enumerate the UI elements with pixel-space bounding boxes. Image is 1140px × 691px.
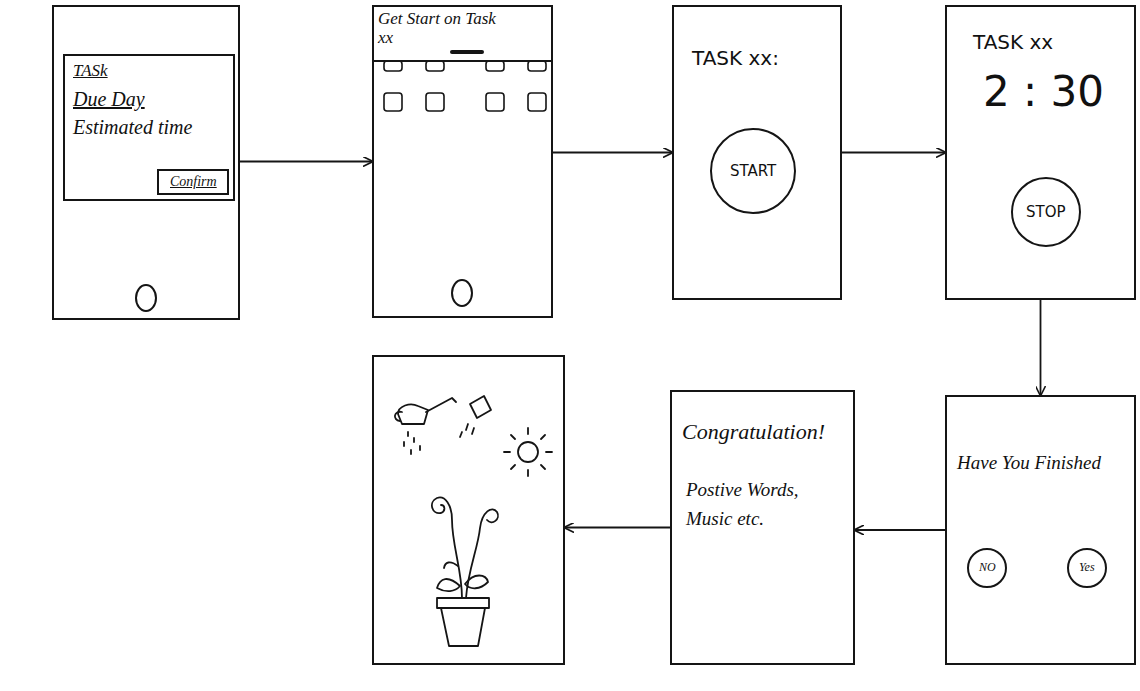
- screen-text: TASK xx: [973, 31, 1053, 53]
- screen-text: Yes: [1079, 561, 1095, 574]
- screen-text: Congratulation!: [682, 420, 825, 444]
- screen-text: START: [730, 163, 776, 180]
- screen-text: Get Start on Task xx: [378, 10, 498, 47]
- confirm-button: Confirm: [157, 169, 229, 195]
- no-button: NO: [967, 548, 1007, 588]
- home-button: [136, 285, 156, 311]
- screen-text: Have You Finished: [957, 453, 1101, 474]
- notification-banner: Get Start on Task xx: [372, 5, 553, 62]
- start-button: START: [710, 128, 796, 214]
- home-button: [452, 280, 472, 306]
- screen-body-text: Postive Words, Music etc.: [686, 476, 836, 533]
- banner-handle: [452, 50, 482, 54]
- screen-body-text: Due Day: [73, 88, 145, 110]
- flow-arrow: [553, 152, 672, 154]
- screen-text: Confirm: [170, 174, 217, 189]
- plant-screen: [372, 355, 565, 665]
- screen-body-text: Estimated time: [73, 116, 192, 138]
- flow-arrow: [1040, 300, 1042, 395]
- task-screen: TASK xx: START: [672, 5, 842, 300]
- screen-text: TASK xx:: [692, 47, 779, 69]
- stop-button: STOP: [1011, 177, 1081, 247]
- question-screen: Have You FinishedNO Yes: [945, 395, 1136, 665]
- timer-screen: TASK xx 2 : 30 STOP: [945, 5, 1136, 300]
- flow-arrow: [855, 529, 945, 531]
- flow-arrow: [240, 161, 372, 163]
- flow-arrow: [842, 152, 945, 154]
- app-icon-grid: [384, 61, 546, 111]
- yes-button: Yes: [1067, 548, 1107, 588]
- plant-illustration: [395, 396, 552, 664]
- screen-text: STOP: [1026, 204, 1066, 221]
- phone-screen: Get Start on Task xx: [372, 5, 553, 318]
- input-dialog: TASkDue DayEstimated timeConfirm: [63, 54, 235, 201]
- screen-body-text: 2 : 30: [983, 69, 1104, 115]
- screen-text: TASk: [73, 62, 108, 81]
- reward-screen: Congratulation! Postive Words, Music etc.: [670, 390, 855, 665]
- screen-text: NO: [979, 561, 996, 574]
- phone-screen: TASkDue DayEstimated timeConfirm: [52, 5, 240, 320]
- flow-arrow: [565, 527, 670, 529]
